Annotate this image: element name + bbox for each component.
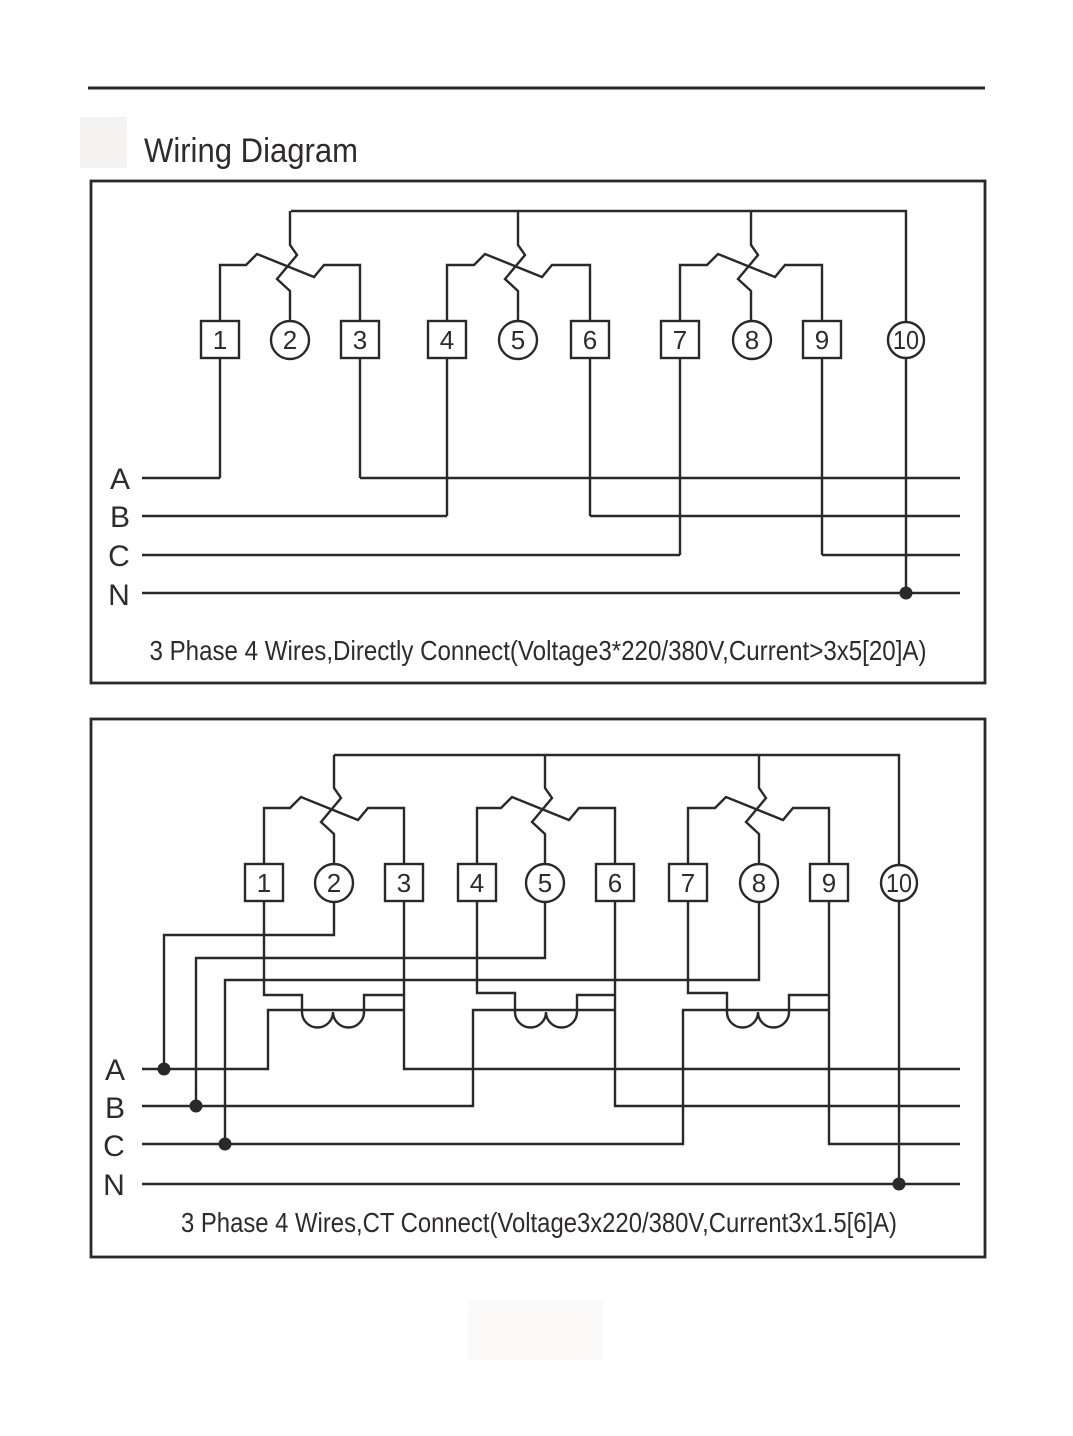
ct-primary-phase-c-wire — [142, 1008, 829, 1146]
direct-terminal-label-9: 9 — [815, 325, 829, 355]
ct-voltage-tap-b-wire — [194, 902, 547, 1106]
direct-phase-label-b: B — [110, 501, 130, 534]
ct-neutral-junction-dot — [892, 1177, 906, 1191]
direct-terminal-box-4 — [426, 319, 468, 360]
ct-primary-phase-a-wire — [142, 1008, 404, 1071]
direct-terminal-circle-8 — [731, 319, 773, 361]
ct-terminal-label-5: 5 — [538, 868, 552, 898]
direct-terminal-circle-2 — [269, 319, 311, 361]
direct-terminal-label-6: 6 — [583, 325, 597, 355]
direct-phase-label-a: A — [110, 463, 130, 496]
direct-diagram-border — [89, 179, 987, 685]
direct-link-cross-phase-c-outer — [678, 252, 824, 322]
ct-terminal-label-4: 4 — [470, 868, 484, 898]
direct-terminal-box-3 — [339, 319, 381, 360]
direct-top-bus-wire — [291, 209, 908, 322]
ct-terminal-box-9 — [808, 862, 850, 903]
ct-terminal-label-1: 1 — [257, 868, 271, 898]
direct-phase-label-c: C — [108, 540, 130, 573]
ct-phase-label-b: B — [105, 1092, 125, 1125]
direct-terminal-label-10: 10 — [893, 325, 919, 355]
ct-terminal-label-3: 3 — [397, 868, 411, 898]
direct-phase-label-n: N — [108, 579, 130, 612]
ct-connect-diagram: 1 2 3 4 5 6 7 8 9 10 A B C N 3 Phase 4 W… — [89, 717, 987, 1259]
title-highlight-artifact — [80, 117, 127, 168]
ct-voltage-tap-c-wire — [223, 902, 761, 1144]
direct-terminal-label-3: 3 — [353, 325, 367, 355]
ct-terminal-label-9: 9 — [822, 868, 836, 898]
ct-terminal-circle-10 — [879, 863, 919, 903]
direct-link-cross-phase-b-outer — [445, 252, 592, 322]
ct-terminal-label-7: 7 — [681, 868, 695, 898]
direct-terminal-box-9 — [801, 319, 843, 360]
ct-terminal-box-1 — [243, 862, 285, 903]
ct-terminal-box-6 — [594, 862, 636, 903]
direct-terminal-label-8: 8 — [745, 325, 759, 355]
ct-terminal-circle-2 — [313, 862, 355, 904]
direct-terminal-circle-5 — [497, 319, 539, 361]
direct-terminal-circle-10 — [886, 320, 926, 360]
ct-coil-phase-a — [262, 901, 404, 1029]
ct-voltage-tap-a-wire — [162, 902, 336, 1069]
ct-coil-phase-b — [475, 901, 615, 1029]
ct-link-cross-phase-a-outer — [262, 795, 406, 865]
direct-terminal-label-4: 4 — [440, 325, 454, 355]
direct-terminal-label-7: 7 — [673, 325, 687, 355]
ct-link-cross-phase-b-outer — [475, 795, 617, 865]
direct-neutral-junction-dot — [899, 586, 913, 600]
page-title: Wiring Diagram — [144, 132, 358, 170]
direct-terminal-label-2: 2 — [283, 325, 297, 355]
ct-terminal-circle-8 — [738, 862, 780, 904]
direct-terminal-box-6 — [569, 319, 611, 360]
ct-phase-label-n: N — [103, 1169, 125, 1202]
ct-terminal-box-7 — [667, 862, 709, 903]
ct-diagram-border — [89, 717, 987, 1259]
bottom-smudge-artifact — [468, 1300, 603, 1360]
ct-terminal-circle-5 — [524, 862, 566, 904]
ct-terminal-box-4 — [456, 862, 498, 903]
ct-phase-label-a: A — [105, 1054, 125, 1087]
ct-terminal-box-3 — [383, 862, 425, 903]
ct-top-bus-wire — [334, 753, 901, 865]
direct-terminal-box-7 — [659, 319, 701, 360]
ct-phase-c-out-wire — [827, 901, 960, 1146]
ct-phase-b-out-wire — [613, 901, 960, 1108]
direct-connect-diagram: 1 2 3 4 5 6 7 8 9 10 A B C N 3 Phase 4 W… — [89, 179, 987, 685]
ct-terminal-label-2: 2 — [327, 868, 341, 898]
direct-terminal-label-1: 1 — [213, 325, 227, 355]
ct-terminal-label-10: 10 — [886, 868, 912, 898]
ct-link-cross-phase-c-outer — [686, 795, 831, 865]
ct-primary-phase-b-wire — [142, 1008, 615, 1108]
direct-diagram-caption: 3 Phase 4 Wires,Directly Connect(Voltage… — [150, 635, 927, 666]
ct-diagram-caption: 3 Phase 4 Wires,CT Connect(Voltage3x220/… — [181, 1207, 897, 1238]
direct-terminal-box-1 — [199, 319, 241, 360]
ct-coil-phase-c — [686, 901, 829, 1029]
ct-terminal-label-8: 8 — [752, 868, 766, 898]
ct-phase-label-c: C — [103, 1130, 125, 1163]
ct-phase-a-out-wire — [402, 901, 960, 1071]
ct-terminal-label-6: 6 — [608, 868, 622, 898]
direct-link-cross-phase-a-outer — [218, 252, 362, 322]
direct-terminal-label-5: 5 — [511, 325, 525, 355]
